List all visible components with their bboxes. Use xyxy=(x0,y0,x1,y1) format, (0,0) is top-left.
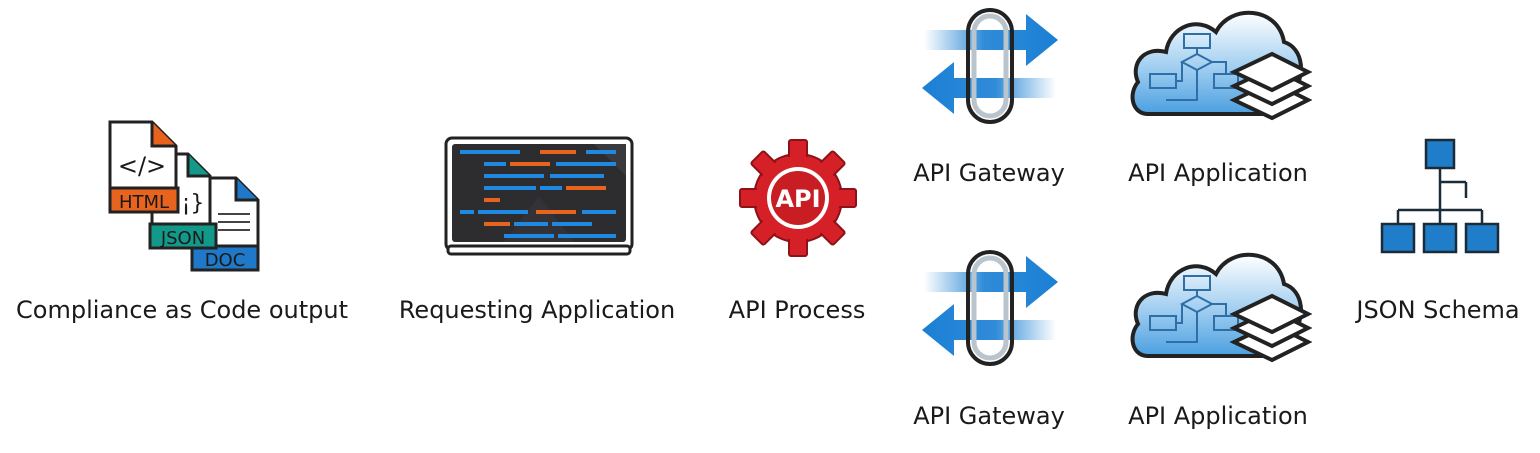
node-label: JSON Schema xyxy=(1356,296,1520,324)
api-badge: API xyxy=(775,185,820,213)
gateway-arrows-icon xyxy=(922,8,1058,124)
node-label: API Application xyxy=(1128,402,1308,430)
hierarchy-icon xyxy=(1380,138,1500,254)
code-screen-icon xyxy=(444,136,634,256)
code-lines xyxy=(460,150,616,238)
node-label: API Application xyxy=(1128,159,1308,187)
node-label: Requesting Application xyxy=(398,296,676,324)
cloud-app-icon xyxy=(1130,252,1312,363)
cloud-app-icon xyxy=(1130,10,1312,121)
html-badge: HTML xyxy=(119,192,169,213)
database-layers-icon xyxy=(1229,51,1312,121)
node-label: API Gateway xyxy=(913,402,1065,430)
node-label: API Gateway xyxy=(913,159,1065,187)
code-glyph: </> xyxy=(118,152,166,180)
html-file-icon: </> HTML xyxy=(108,120,180,214)
doc-badge: DOC xyxy=(205,250,246,271)
json-badge: JSON xyxy=(160,228,205,249)
node-label: API Process xyxy=(728,296,866,324)
database-layers-icon xyxy=(1229,293,1312,363)
node-label: Compliance as Code output xyxy=(16,296,348,324)
api-gear-icon: API xyxy=(739,139,857,257)
gateway-arrows-icon xyxy=(922,250,1058,366)
documents-icon: DOC {¡} JSON </> HTML xyxy=(108,120,260,272)
